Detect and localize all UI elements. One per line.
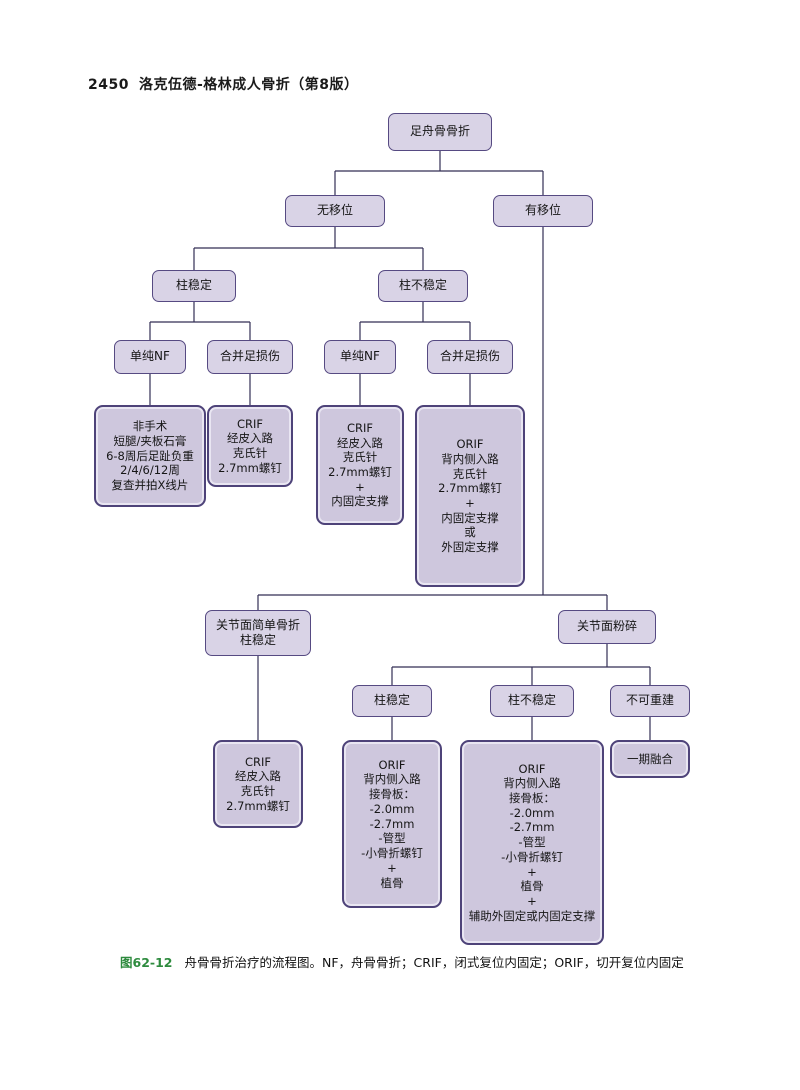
node-nd-stable-isolated-nf: 单纯NF xyxy=(114,340,186,374)
node-dc-column-unstable: 柱不稳定 xyxy=(490,685,574,717)
leaf-orif-plate-graft-augmented: ORIF 背内侧入路 接骨板： -2.0mm -2.7mm -管型 -小骨折螺钉… xyxy=(460,740,604,945)
connector-comminuted-to-columns xyxy=(391,644,651,685)
leaf-nonoperative: 非手术 短腿/夹板石膏 6-8周后足趾负重 2/4/6/12周 复查并拍X线片 xyxy=(94,405,206,507)
connector-row5-to-leaves xyxy=(391,717,651,740)
connector-ndstable-to-children xyxy=(149,302,251,340)
node-nonreconstructable: 不可重建 xyxy=(610,685,690,717)
node-navicular-fracture: 足舟骨骨折 xyxy=(388,113,492,151)
connector-nondisplaced-to-columns xyxy=(193,227,424,270)
node-dc-column-stable: 柱稳定 xyxy=(352,685,432,717)
figure-caption: 图62-12 舟骨骨折治疗的流程图。NF，舟骨骨折；CRIF，闭式复位内固定；OR… xyxy=(120,952,684,971)
connector-row3-to-leaves xyxy=(149,374,471,405)
node-articular-simple-column-stable: 关节面简单骨折 柱稳定 xyxy=(205,610,311,656)
leaf-orif-kwire-buttress: ORIF 背内侧入路 克氏针 2.7mm螺钉 + 内固定支撑 或 外固定支撑 xyxy=(415,405,525,587)
node-articular-comminuted: 关节面粉碎 xyxy=(558,610,656,644)
connector-ndunstable-to-children xyxy=(359,302,471,340)
connector-displaced-to-articular xyxy=(257,227,608,610)
node-displaced: 有移位 xyxy=(493,195,593,227)
node-nd-unstable-foot-injury: 合并足损伤 xyxy=(427,340,513,374)
book-title: 洛克伍德-格林成人骨折（第8版） xyxy=(138,77,359,93)
leaf-crif-with-buttress: CRIF 经皮入路 克氏针 2.7mm螺钉 + 内固定支撑 xyxy=(316,405,404,525)
connector-root-to-displacement xyxy=(334,151,544,195)
page-header: 2450 洛克伍德-格林成人骨折（第8版） xyxy=(88,74,359,94)
node-nd-unstable-isolated-nf: 单纯NF xyxy=(324,340,396,374)
node-nd-stable-foot-injury: 合并足损伤 xyxy=(207,340,293,374)
figure-caption-text: 舟骨骨折治疗的流程图。NF，舟骨骨折；CRIF，闭式复位内固定；ORIF，切开复… xyxy=(184,955,684,970)
leaf-crif-percutaneous: CRIF 经皮入路 克氏针 2.7mm螺钉 xyxy=(207,405,293,487)
leaf-orif-plate-graft: ORIF 背内侧入路 接骨板： -2.0mm -2.7mm -管型 -小骨折螺钉… xyxy=(342,740,442,908)
leaf-primary-fusion: 一期融合 xyxy=(610,740,690,778)
node-nd-column-unstable: 柱不稳定 xyxy=(378,270,468,302)
page-number: 2450 xyxy=(88,77,129,93)
node-nondisplaced: 无移位 xyxy=(285,195,385,227)
node-nd-column-stable: 柱稳定 xyxy=(152,270,236,302)
leaf-crif-articular-simple: CRIF 经皮入路 克氏针 2.7mm螺钉 xyxy=(213,740,303,828)
figure-number: 图62-12 xyxy=(120,955,173,970)
